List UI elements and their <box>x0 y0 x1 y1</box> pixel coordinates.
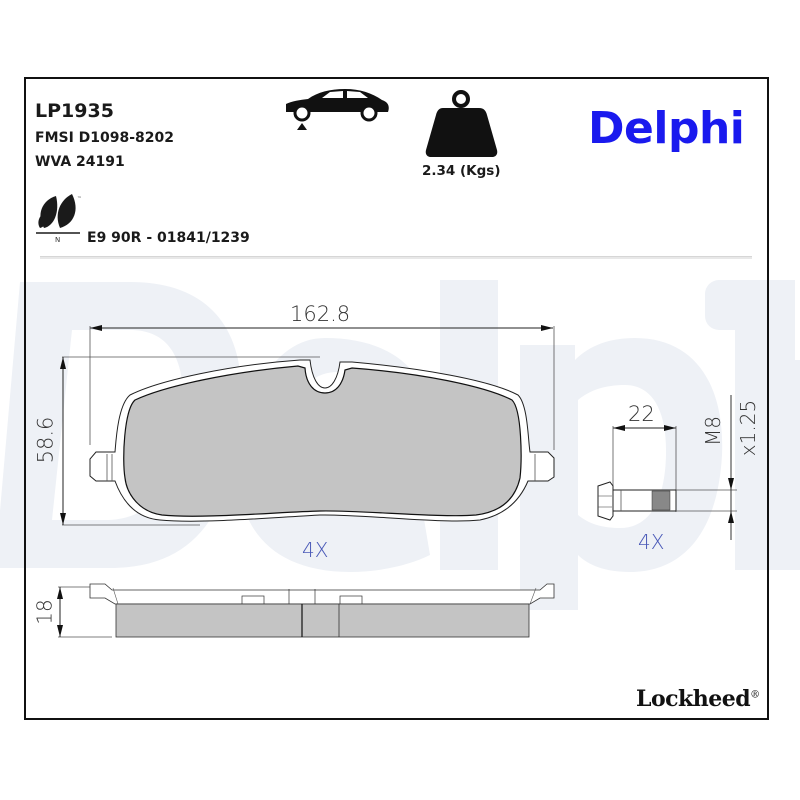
pad-height-dimension: 58.6 <box>33 416 58 464</box>
fmsi-code: FMSI D1098-8202 <box>35 130 175 146</box>
pad-thickness-dimension: 18 <box>32 599 57 625</box>
ece-approval: E9 90R - 01841/1239 <box>87 230 250 246</box>
weight-value: 2.34 (Kgs) <box>422 163 501 179</box>
pad-quantity: 4X <box>302 538 329 562</box>
bolt-quantity: 4X <box>638 530 665 554</box>
header-separator <box>40 256 752 259</box>
pad-width-dimension: 162.8 <box>290 302 351 326</box>
bolt-pitch-dimension: x1.25 <box>736 399 761 457</box>
drawing-frame <box>24 77 769 720</box>
lockheed-logo-text: Lockheed <box>636 686 751 712</box>
bolt-thread-dimension: M8 <box>700 416 725 446</box>
registered-mark: ® <box>750 689 760 701</box>
wva-code: WVA 24191 <box>35 154 125 170</box>
lockheed-logo: Lockheed® <box>636 686 760 712</box>
bolt-length-dimension: 22 <box>628 402 655 426</box>
part-number: LP1935 <box>35 100 114 122</box>
delphi-logo: Delphi <box>588 103 745 154</box>
